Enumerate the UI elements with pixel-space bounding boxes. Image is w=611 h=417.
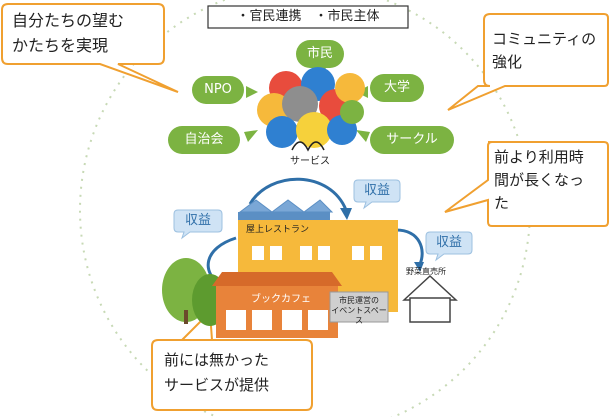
pill-circle-shape	[370, 126, 454, 154]
pill-association-shape	[168, 126, 240, 154]
revenue-bubble-top-shape	[353, 179, 401, 210]
cluster-circles	[257, 67, 365, 148]
event-space-label: 市民運営の イベントスペース	[331, 296, 387, 325]
service-label: サービス	[290, 156, 330, 167]
header-box	[207, 5, 409, 29]
revenue-bubble-right: 収益	[435, 235, 462, 250]
farm-stand-body	[409, 297, 451, 323]
rooftop-restaurant-label: 屋上レストラン	[246, 225, 310, 235]
revenue-bubble-left-shape	[173, 209, 223, 240]
pill-university: 大学	[383, 80, 410, 95]
revenue-bubble-top: 収益	[363, 183, 390, 198]
pill-citizens-shape	[296, 40, 344, 68]
service-sketch	[291, 141, 325, 152]
callout-top-right-bubble	[447, 13, 609, 111]
pill-npo: NPO	[204, 82, 232, 97]
revenue-arrow-top	[248, 177, 348, 211]
revenue-bubble-right-shape	[425, 231, 473, 262]
pill-citizens: 市民	[306, 46, 333, 61]
revenue-arrow-right	[395, 228, 424, 265]
callout-top-right: コミュニティの 強化	[492, 30, 597, 71]
callout-top-left: 自分たちの望む かたちを実現	[12, 11, 125, 55]
pill-circle: サークル	[386, 132, 438, 147]
pill-neighborhood-association: 自治会	[184, 132, 224, 147]
pill-npo-shape	[192, 76, 244, 104]
farm-stand-label: 野菜直売所	[406, 267, 446, 276]
callout-top-left-bubble	[1, 3, 179, 93]
rooftop-terrace	[238, 212, 330, 220]
farm-stand-roof	[402, 274, 458, 301]
pill-university-shape	[370, 74, 424, 102]
book-cafe-label: ブックカフェ	[251, 294, 311, 305]
callout-right-mid-bubble	[444, 141, 609, 227]
callout-bottom: 前には無かった サービスが提供	[164, 351, 270, 394]
cafe-roof	[212, 272, 342, 286]
revenue-bubble-left: 収益	[184, 213, 211, 228]
event-space-building	[329, 291, 389, 323]
header-label: ・官民連携 ・市民主体	[236, 9, 380, 24]
callout-right-mid: 前より利用時 間が長くなっ た	[494, 148, 585, 212]
